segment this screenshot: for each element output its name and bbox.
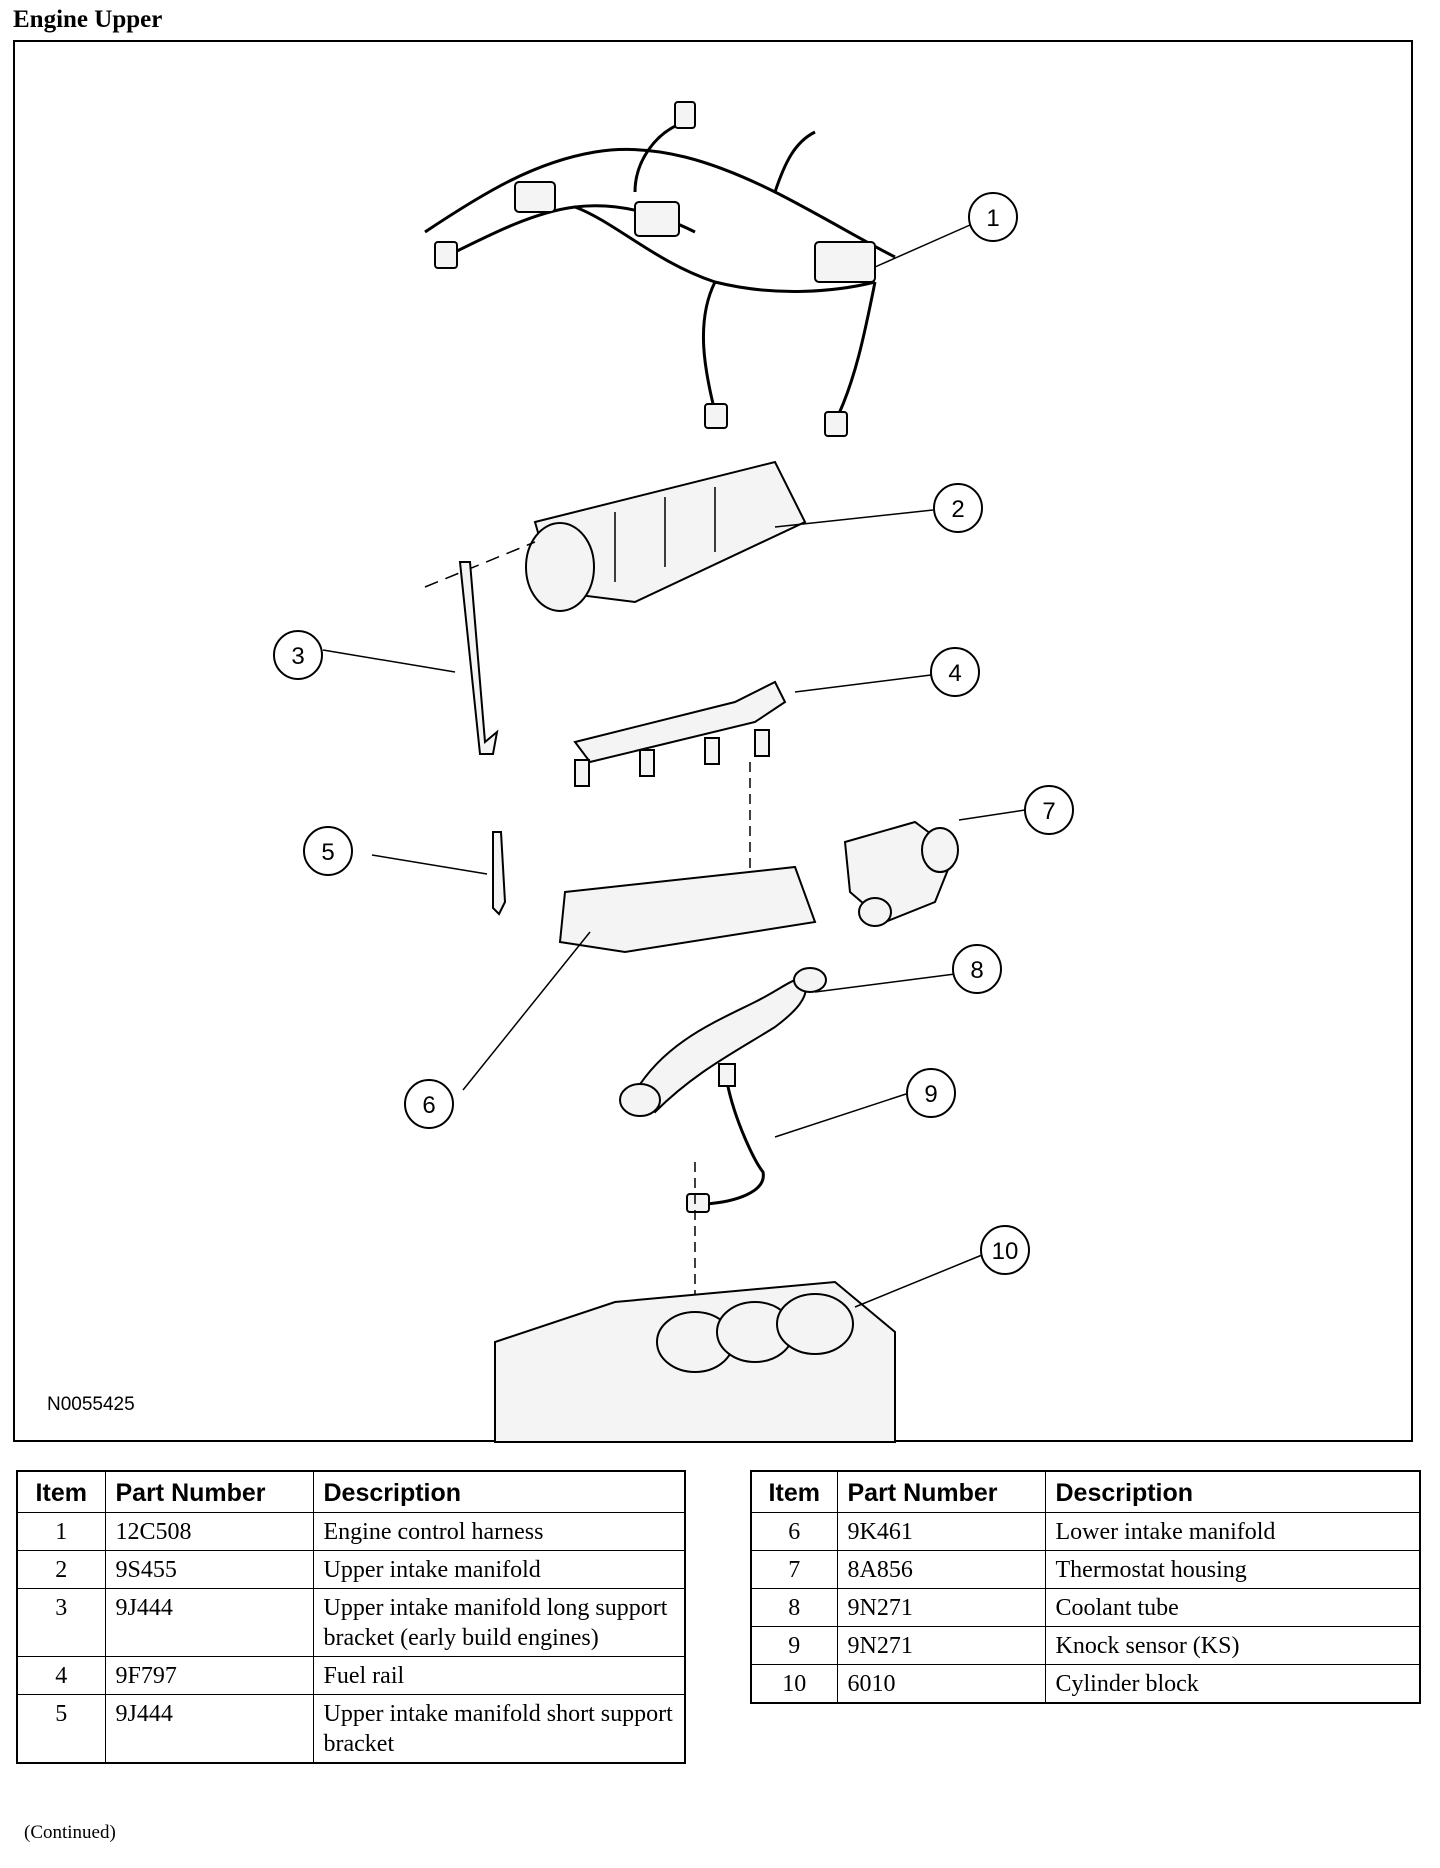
callout-7-label: 7 xyxy=(1042,798,1055,825)
part-number-cell: 6010 xyxy=(836,1664,1046,1704)
knock-sensor-drawing xyxy=(686,1063,765,1342)
table-row: 8 9N271 Coolant tube xyxy=(750,1588,1421,1627)
part-number-cell: 8A856 xyxy=(836,1550,1046,1589)
table-header-row: Item Part Number Description xyxy=(750,1470,1421,1513)
callout-2-label: 2 xyxy=(951,496,964,523)
header-description: Description xyxy=(1044,1470,1421,1513)
header-item: Item xyxy=(16,1470,106,1513)
item-cell: 5 xyxy=(16,1694,106,1764)
upper-intake-manifold-drawing xyxy=(424,460,807,612)
description-cell: Coolant tube xyxy=(1044,1588,1421,1627)
exploded-view-drawing: 1 2 3 4 5 6 7 8 9 10 xyxy=(273,101,1074,1443)
description-cell: Upper intake manifold short support brac… xyxy=(312,1694,686,1764)
description-cell: Fuel rail xyxy=(312,1656,686,1695)
table-row: 10 6010 Cylinder block xyxy=(750,1664,1421,1704)
callout-4-label: 4 xyxy=(948,660,961,687)
leader-lines xyxy=(322,224,1026,1308)
parts-table-left: Item Part Number Description 1 12C508 En… xyxy=(16,1470,686,1764)
callout-9: 9 xyxy=(906,1068,956,1118)
part-number-cell: 9J444 xyxy=(104,1694,314,1764)
item-cell: 2 xyxy=(16,1550,106,1589)
fuel-rail-drawing xyxy=(573,680,787,902)
table-row: 1 12C508 Engine control harness xyxy=(16,1512,686,1551)
header-part-number: Part Number xyxy=(836,1470,1046,1513)
callout-8-label: 8 xyxy=(970,957,983,984)
part-number-cell: 9K461 xyxy=(836,1512,1046,1551)
header-description: Description xyxy=(312,1470,686,1513)
short-support-bracket-drawing xyxy=(492,831,507,916)
part-number-cell: 9N271 xyxy=(836,1626,1046,1665)
part-number-cell: 9F797 xyxy=(104,1656,314,1695)
callout-5: 5 xyxy=(303,826,353,876)
item-cell: 6 xyxy=(750,1512,838,1551)
coolant-tube-drawing xyxy=(619,967,827,1117)
item-cell: 7 xyxy=(750,1550,838,1589)
cylinder-block-drawing xyxy=(494,1280,896,1443)
item-cell: 9 xyxy=(750,1626,838,1665)
part-number-cell: 12C508 xyxy=(104,1512,314,1551)
engine-control-harness-drawing xyxy=(424,101,896,437)
callout-8: 8 xyxy=(952,944,1002,994)
part-number-cell: 9N271 xyxy=(836,1588,1046,1627)
item-cell: 4 xyxy=(16,1656,106,1695)
header-part-number: Part Number xyxy=(104,1470,314,1513)
description-cell: Upper intake manifold long support brack… xyxy=(312,1588,686,1657)
table-row: 4 9F797 Fuel rail xyxy=(16,1656,686,1695)
header-item: Item xyxy=(750,1470,838,1513)
parts-table-right: Item Part Number Description 6 9K461 Low… xyxy=(750,1470,1421,1704)
callout-4: 4 xyxy=(930,647,980,697)
callout-3: 3 xyxy=(273,630,323,680)
callout-6-label: 6 xyxy=(422,1092,435,1119)
table-row: 3 9J444 Upper intake manifold long suppo… xyxy=(16,1588,686,1657)
figure-id: N0055425 xyxy=(47,1394,135,1415)
exploded-view-figure: 1 2 3 4 5 6 7 8 9 10 N0055425 xyxy=(13,40,1413,1443)
callout-6: 6 xyxy=(404,1079,454,1129)
callout-10-label: 10 xyxy=(992,1238,1019,1265)
part-number-cell: 9S455 xyxy=(104,1550,314,1589)
callout-7: 7 xyxy=(1024,785,1074,835)
page-title: Engine Upper xyxy=(13,6,163,33)
thermostat-housing-drawing xyxy=(843,820,959,927)
callout-5-label: 5 xyxy=(321,839,334,866)
callout-1-label: 1 xyxy=(986,205,999,232)
long-support-bracket-drawing xyxy=(458,561,499,755)
table-header-row: Item Part Number Description xyxy=(16,1470,686,1513)
description-cell: Thermostat housing xyxy=(1044,1550,1421,1589)
continued-note: (Continued) xyxy=(24,1822,116,1843)
callout-1: 1 xyxy=(968,192,1018,242)
item-cell: 3 xyxy=(16,1588,106,1657)
item-cell: 8 xyxy=(750,1588,838,1627)
callout-10: 10 xyxy=(980,1225,1030,1275)
table-row: 7 8A856 Thermostat housing xyxy=(750,1550,1421,1589)
callout-2: 2 xyxy=(933,483,983,533)
description-cell: Upper intake manifold xyxy=(312,1550,686,1589)
lower-intake-manifold-drawing xyxy=(558,865,817,954)
description-cell: Lower intake manifold xyxy=(1044,1512,1421,1551)
description-cell: Knock sensor (KS) xyxy=(1044,1626,1421,1665)
table-row: 6 9K461 Lower intake manifold xyxy=(750,1512,1421,1551)
part-number-cell: 9J444 xyxy=(104,1588,314,1657)
table-row: 5 9J444 Upper intake manifold short supp… xyxy=(16,1694,686,1764)
callout-3-label: 3 xyxy=(291,643,304,670)
callout-9-label: 9 xyxy=(924,1081,937,1108)
table-row: 9 9N271 Knock sensor (KS) xyxy=(750,1626,1421,1665)
table-row: 2 9S455 Upper intake manifold xyxy=(16,1550,686,1589)
description-cell: Engine control harness xyxy=(312,1512,686,1551)
description-cell: Cylinder block xyxy=(1044,1664,1421,1704)
item-cell: 1 xyxy=(16,1512,106,1551)
item-cell: 10 xyxy=(750,1664,838,1704)
